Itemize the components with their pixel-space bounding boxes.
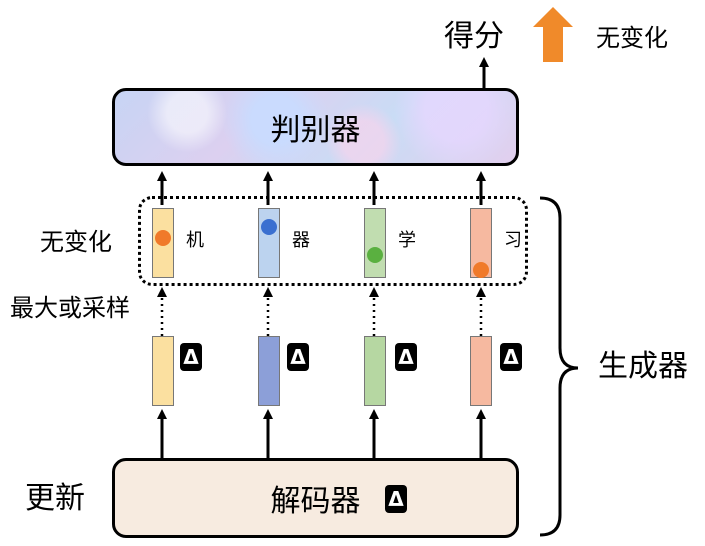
sampling-label: 最大或采样 [10,294,130,322]
token-dot-1 [155,230,171,246]
token-dot-2 [261,219,277,235]
token-dot-3 [367,247,383,263]
delta-badge-2: Δ [287,343,309,371]
embedding-bar-2 [258,336,280,406]
delta-badge-3: Δ [395,343,417,371]
embedding-bar-3 [364,336,386,406]
token-char-2: 器 [292,230,310,251]
generator-brace [539,196,579,537]
discriminator-label: 判别器 [270,113,361,148]
token-char-4: 习 [504,230,522,251]
token-dot-4 [473,262,489,278]
sampled-token-group [138,196,528,286]
embedding-bar-1 [152,336,174,406]
token-char-3: 学 [398,230,416,251]
discriminator-box: 判别器 [112,88,519,166]
token-char-1: 机 [186,230,204,251]
update-label: 更新 [25,481,85,516]
decoder-box: 解码器 [112,458,519,538]
score-up-arrow-icon [533,7,573,62]
embedding-bar-4 [470,336,492,406]
delta-badge-1: Δ [180,343,202,371]
token-bar-3 [364,208,386,278]
decoder-label: 解码器 [270,484,361,519]
generator-label: 生成器 [598,349,688,384]
decoder-delta-badge: Δ [385,485,407,513]
delta-badge-4: Δ [500,343,522,371]
unchanged-label: 无变化 [40,228,112,256]
score-label: 得分 [444,19,504,54]
score-status-label: 无变化 [596,24,668,52]
